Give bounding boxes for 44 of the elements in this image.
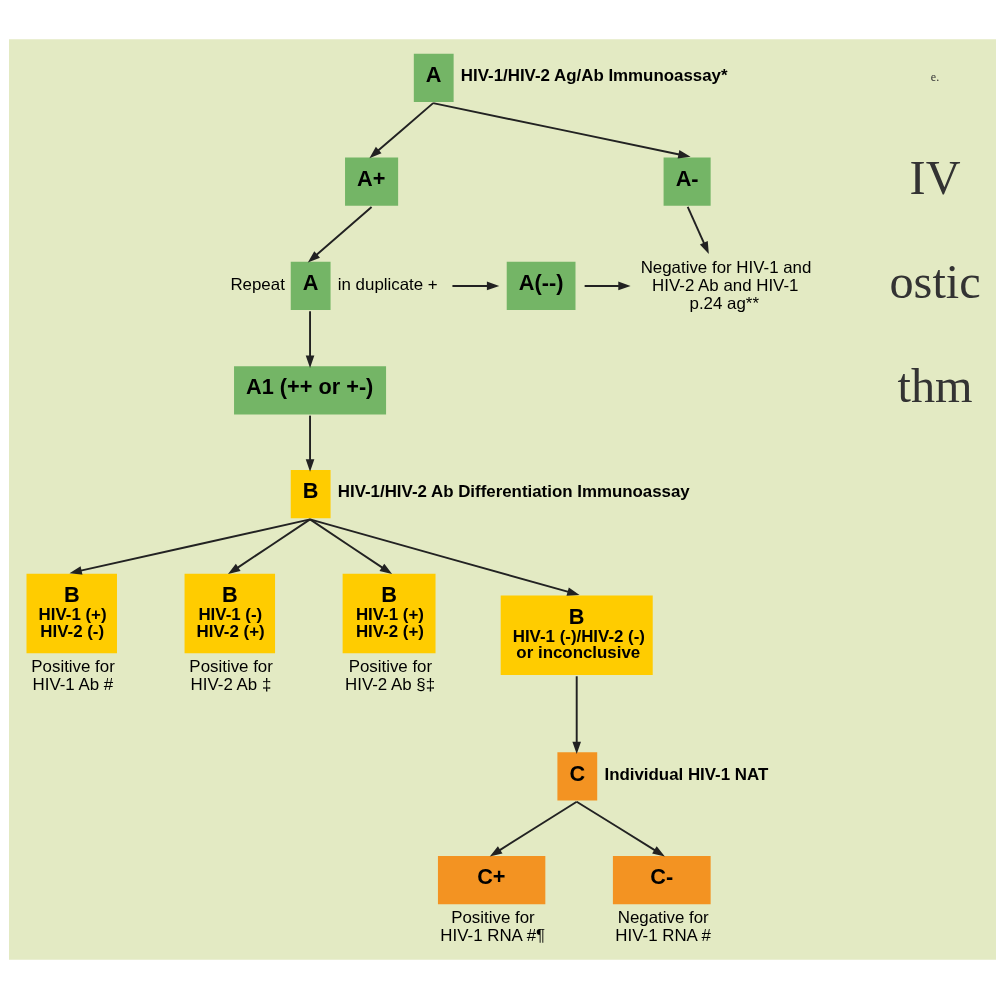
node-label: in duplicate + [337, 275, 438, 295]
arrow [575, 800, 665, 857]
arrow [450, 281, 499, 291]
node-box: A(--) [506, 261, 575, 311]
node-box: B HIV-1 (+) HIV-2 (-) [26, 573, 117, 654]
node-box: C+ [437, 856, 545, 905]
node-box: A [413, 53, 454, 102]
node-label: Positive for HIV-2 Ab §‡ [344, 656, 435, 694]
arrow [583, 281, 631, 291]
node-label: HIV-1/HIV-2 Ag/Ab Immunoassay* [460, 66, 728, 86]
arrow [431, 102, 691, 159]
node-box: A [290, 261, 331, 311]
node-box: B HIV-1 (-)/HIV-2 (-) or inconclusive [500, 595, 653, 676]
arrow [308, 518, 580, 596]
node-label: Positive for HIV-1 Ab # [30, 656, 115, 694]
node-box: A1 (++ or +-) [233, 366, 386, 415]
arrow [368, 102, 434, 159]
node-label: Negative for HIV-1 RNA # [614, 907, 711, 945]
arrow [305, 310, 314, 368]
arrow [489, 800, 578, 857]
node-label: HIV-1/HIV-2 Ab Differentiation Immunoassay [337, 482, 690, 502]
arrow [571, 675, 581, 754]
arrow [686, 205, 709, 254]
node-box: A+ [344, 157, 398, 206]
node-box: A- [663, 157, 711, 206]
node-box: B [290, 469, 331, 519]
node-box: B HIV-1 (+) HIV-2 (+) [342, 573, 436, 654]
node-label: Repeat [229, 275, 285, 295]
arrow [69, 518, 311, 575]
arrow [305, 414, 314, 472]
arrow [308, 518, 392, 575]
label: IV [909, 150, 961, 204]
label: e. [930, 69, 939, 84]
label: ostic [889, 255, 981, 308]
node-box: C- [612, 856, 711, 905]
node-label: Individual HIV-1 NAT [603, 764, 768, 784]
arrow [227, 518, 311, 575]
node-box: B HIV-1 (-) HIV-2 (+) [184, 573, 275, 654]
node-label: Positive for HIV-2 Ab ‡ [188, 656, 273, 694]
arrow [307, 205, 373, 263]
label: thm [897, 359, 973, 413]
node-box: C [556, 752, 597, 801]
node-label: Positive for HIV-1 RNA #¶ [439, 907, 545, 945]
node-text: Negative for HIV-1 and HIV-2 Ab and HIV-1 p.24 ag** [640, 257, 811, 314]
